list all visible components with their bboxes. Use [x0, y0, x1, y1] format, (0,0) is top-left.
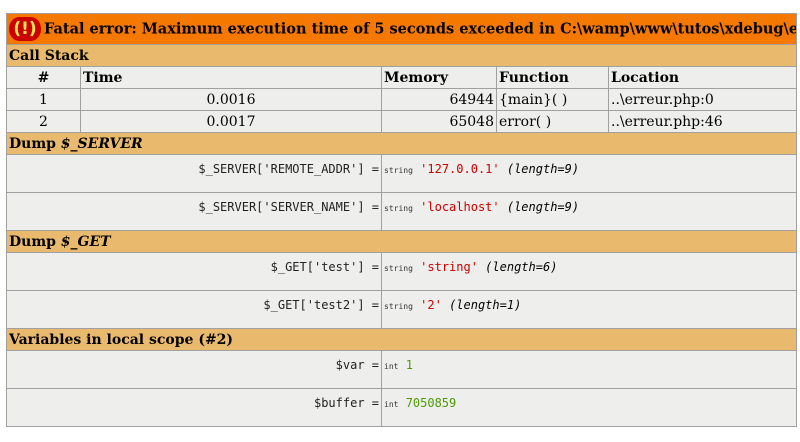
string-value: '2' — [420, 298, 442, 312]
value-length: (length=9) — [506, 162, 580, 176]
stack-function: {main}( ) — [497, 89, 608, 110]
local-scope-section-row: Variables in local scope (#2) — [7, 329, 796, 350]
stack-time: 0.0017 — [81, 111, 381, 132]
value-type: string — [384, 166, 413, 175]
stack-num: 1 — [7, 89, 80, 110]
dump-server-title-prefix: Dump — [9, 135, 61, 152]
table-row: 2 0.0017 65048 error( ) ..\erreur.php:46 — [7, 111, 796, 132]
string-value: 'string' — [420, 260, 478, 274]
table-row: $_GET['test2'] = string '2' (length=1) — [7, 291, 796, 328]
column-header-memory: Memory — [382, 67, 496, 88]
stack-function: error( ) — [497, 111, 608, 132]
error-message-cell: (!)Fatal error: Maximum execution time o… — [7, 14, 796, 44]
table-row: $buffer = int 7050859 — [7, 389, 796, 426]
xdebug-error-panel: (!)Fatal error: Maximum execution time o… — [6, 13, 797, 427]
value-length: (length=9) — [506, 200, 580, 214]
local-scope-title: Variables in local scope (#2) — [7, 329, 796, 350]
error-header-row: (!)Fatal error: Maximum execution time o… — [7, 14, 796, 44]
variable-name: $var = — [7, 351, 381, 388]
dump-get-title-prefix: Dump — [9, 233, 61, 250]
variable-value: string '2' (length=1) — [382, 291, 796, 328]
value-type: string — [384, 302, 413, 311]
column-header-number: # — [7, 67, 80, 88]
column-header-function: Function — [497, 67, 608, 88]
variable-name: $_GET['test2'] = — [7, 291, 381, 328]
stack-memory: 64944 — [382, 89, 496, 110]
table-row: $var = int 1 — [7, 351, 796, 388]
table-row: $_SERVER['SERVER_NAME'] = string 'localh… — [7, 193, 796, 230]
value-length: (length=6) — [485, 260, 558, 274]
stack-num: 2 — [7, 111, 80, 132]
variable-value: int 7050859 — [382, 389, 796, 426]
variable-name: $_SERVER['REMOTE_ADDR'] = — [7, 155, 381, 192]
value-type: string — [384, 264, 413, 273]
variable-name: $_SERVER['SERVER_NAME'] = — [7, 193, 381, 230]
error-icon: (!) — [9, 17, 41, 41]
stack-location: ..\erreur.php:46 — [609, 111, 796, 132]
variable-name: $buffer = — [7, 389, 381, 426]
table-row: $_GET['test'] = string 'string' (length=… — [7, 253, 796, 290]
stack-location: ..\erreur.php:0 — [609, 89, 796, 110]
dump-get-title-var: $_GET — [60, 233, 111, 250]
stack-memory: 65048 — [382, 111, 496, 132]
table-row: $_SERVER['REMOTE_ADDR'] = string '127.0.… — [7, 155, 796, 192]
dump-server-title: Dump $_SERVER — [7, 133, 796, 154]
xdebug-error-table: (!)Fatal error: Maximum execution time o… — [6, 13, 797, 427]
dump-server-title-var: $_SERVER — [60, 135, 143, 152]
variable-name: $_GET['test'] = — [7, 253, 381, 290]
dump-get-section-row: Dump $_GET — [7, 231, 796, 252]
string-value: 'localhost' — [420, 200, 500, 214]
value-type: int — [384, 362, 399, 371]
stack-time: 0.0016 — [81, 89, 381, 110]
error-message: Fatal error: Maximum execution time of 5… — [44, 20, 796, 38]
int-value: 1 — [405, 358, 413, 372]
column-header-location: Location — [609, 67, 796, 88]
call-stack-header-row: # Time Memory Function Location — [7, 67, 796, 88]
int-value: 7050859 — [405, 396, 457, 410]
value-type: int — [384, 400, 399, 409]
variable-value: string '127.0.0.1' (length=9) — [382, 155, 796, 192]
table-row: 1 0.0016 64944 {main}( ) ..\erreur.php:0 — [7, 89, 796, 110]
call-stack-section-row: Call Stack — [7, 45, 796, 66]
dump-server-section-row: Dump $_SERVER — [7, 133, 796, 154]
value-length: (length=1) — [449, 298, 522, 312]
dump-get-title: Dump $_GET — [7, 231, 796, 252]
variable-value: int 1 — [382, 351, 796, 388]
call-stack-title: Call Stack — [7, 45, 796, 66]
string-value: '127.0.0.1' — [420, 162, 500, 176]
variable-value: string 'localhost' (length=9) — [382, 193, 796, 230]
variable-value: string 'string' (length=6) — [382, 253, 796, 290]
value-type: string — [384, 204, 413, 213]
column-header-time: Time — [81, 67, 381, 88]
